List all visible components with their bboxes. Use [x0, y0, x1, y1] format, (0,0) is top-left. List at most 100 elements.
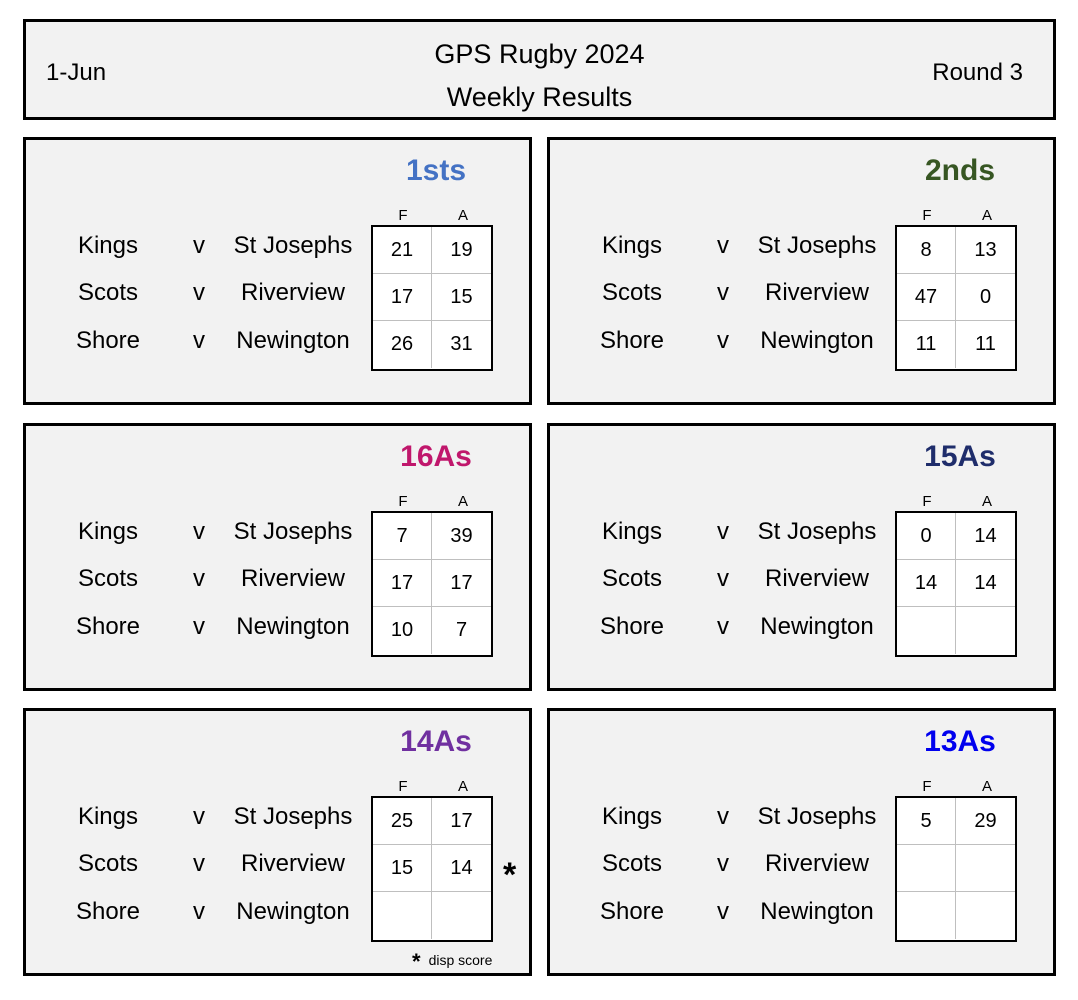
score-for-cell — [373, 892, 432, 939]
home-team: Kings — [601, 232, 663, 259]
home-team: Scots — [77, 279, 139, 306]
versus-label: v — [717, 565, 729, 592]
away-team: Riverview — [240, 565, 345, 592]
col-header-for: F — [922, 493, 932, 510]
panel-title: 13As — [924, 725, 996, 758]
away-team: Riverview — [764, 279, 869, 306]
home-team: Scots — [77, 565, 139, 592]
footnote-text: disp score — [428, 952, 493, 968]
score-against-cell — [956, 607, 1015, 654]
home-team: Scots — [601, 565, 663, 592]
versus-label: v — [193, 518, 205, 545]
away-team: Riverview — [764, 565, 869, 592]
report-title: GPS Rugby 2024 — [434, 39, 645, 69]
score-for-cell — [897, 892, 956, 939]
score-against-cell: 14 — [432, 845, 491, 892]
home-team: Kings — [77, 232, 139, 259]
home-team: Scots — [601, 279, 663, 306]
versus-label: v — [717, 518, 729, 545]
panel-title: 2nds — [924, 154, 996, 187]
col-header-for: F — [398, 493, 408, 510]
round-label: Round 3 — [932, 59, 1023, 86]
score-against-cell: 13 — [956, 227, 1015, 274]
score-against-cell: 11 — [975, 333, 996, 355]
away-team: St Josephs — [757, 803, 877, 830]
score-for-cell: 14 — [897, 560, 956, 607]
score-against-cell — [432, 892, 491, 939]
score-for-cell: 7 — [373, 513, 432, 560]
versus-label: v — [193, 565, 205, 592]
score-against-cell: 39 — [432, 513, 491, 560]
score-against-cell — [956, 845, 1015, 892]
score-for-cell: 11 — [897, 321, 956, 368]
versus-label: v — [193, 898, 205, 925]
home-team: Shore — [75, 898, 141, 925]
home-team: Shore — [599, 613, 665, 640]
versus-label: v — [193, 232, 205, 259]
home-team: Kings — [601, 803, 663, 830]
report-date: 1-Jun — [46, 59, 107, 86]
report-subtitle: Weekly Results — [446, 82, 633, 112]
panel-title: 16As — [400, 440, 472, 473]
score-for-cell: 5 — [897, 798, 956, 845]
score-against-cell: 29 — [956, 798, 1015, 845]
score-against-cell: 15 — [432, 274, 491, 321]
col-header-against: A — [981, 778, 992, 795]
away-team: Riverview — [240, 279, 345, 306]
score-for-cell: 10 — [373, 607, 432, 654]
footnote-symbol: * — [412, 949, 421, 974]
versus-label: v — [717, 803, 729, 830]
away-team: Newington — [760, 613, 874, 640]
score-for-cell — [897, 845, 956, 892]
versus-label: v — [193, 279, 205, 306]
score-against-cell: 31 — [450, 333, 473, 355]
col-header-against: A — [981, 493, 992, 510]
score-against-cell: 14 — [956, 513, 1015, 560]
away-team: Newington — [236, 327, 350, 354]
score-for-cell: 21 — [373, 227, 432, 274]
panel-title: 14As — [400, 725, 472, 758]
score-for-cell: 8 — [897, 227, 956, 274]
versus-label: v — [717, 327, 729, 354]
score-against-cell — [956, 892, 1015, 939]
versus-label: v — [193, 613, 205, 640]
score-for-cell — [897, 607, 956, 654]
versus-label: v — [717, 898, 729, 925]
col-header-for: F — [398, 207, 408, 224]
away-team: St Josephs — [233, 232, 353, 259]
versus-label: v — [193, 850, 205, 877]
score-against-cell: 14 — [956, 560, 1015, 607]
away-team: Newington — [760, 327, 874, 354]
score-for-cell: 15 — [373, 845, 432, 892]
versus-label: v — [717, 279, 729, 306]
versus-label: v — [717, 613, 729, 640]
away-team: Newington — [236, 613, 350, 640]
score-for-cell: 47 — [897, 274, 956, 321]
col-header-for: F — [922, 778, 932, 795]
versus-label: v — [193, 327, 205, 354]
away-team: St Josephs — [233, 518, 353, 545]
score-for-cell: 0 — [897, 513, 956, 560]
score-for-cell: 25 — [373, 798, 432, 845]
score-against-cell: 0 — [956, 274, 1015, 321]
home-team: Scots — [601, 850, 663, 877]
away-team: Newington — [236, 898, 350, 925]
home-team: Kings — [77, 518, 139, 545]
panel-title: 15As — [924, 440, 996, 473]
away-team: Riverview — [764, 850, 869, 877]
panel-title: 1sts — [405, 154, 467, 187]
away-team: St Josephs — [757, 518, 877, 545]
versus-label: v — [717, 850, 729, 877]
score-against-cell: 19 — [432, 227, 491, 274]
home-team: Shore — [75, 327, 141, 354]
col-header-against: A — [457, 493, 468, 510]
